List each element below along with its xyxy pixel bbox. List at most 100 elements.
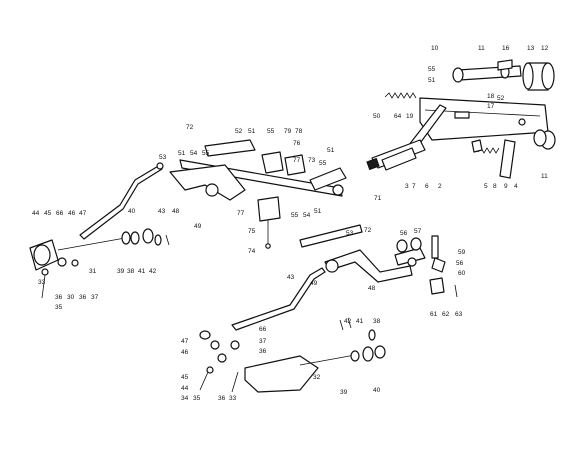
callout-label: 18	[487, 93, 495, 100]
callout-label: 36	[79, 294, 87, 301]
callout-label: 46	[181, 349, 189, 356]
left-washers	[121, 228, 170, 246]
callout-label: 11	[478, 45, 485, 52]
callout-label: 55	[202, 150, 210, 157]
callout-label: 53	[346, 230, 354, 237]
callout-label: 49	[194, 223, 202, 230]
callout-label: 73	[308, 157, 316, 164]
callout-label: 63	[455, 311, 463, 318]
callout-label: 42	[344, 318, 352, 325]
callout-label: 76	[293, 140, 301, 147]
rear-shaft-assembly	[452, 59, 555, 91]
callout-label: 54	[190, 150, 198, 157]
upper-cross-shaft	[169, 139, 347, 201]
callout-label: 51	[248, 128, 256, 135]
right-lower-parts	[396, 235, 458, 298]
callout-label: 6	[425, 183, 429, 190]
callout-label: 55	[428, 66, 436, 73]
callout-label: 9	[504, 183, 508, 190]
callout-label: 19	[406, 113, 414, 120]
callout-label: 44	[32, 210, 40, 217]
callout-label: 51	[428, 77, 436, 84]
callout-label: 31	[89, 268, 97, 275]
callout-label: 17	[487, 103, 495, 110]
callout-label: 35	[193, 395, 201, 402]
callout-label: 38	[127, 268, 135, 275]
callout-label: 72	[364, 227, 372, 234]
callout-label: 41	[138, 268, 146, 275]
callout-label: 44	[181, 385, 189, 392]
callout-label: 48	[368, 285, 376, 292]
callout-label: 57	[414, 228, 422, 235]
callout-label: 55	[319, 160, 327, 167]
callout-label: 2	[438, 183, 442, 190]
callout-label: 36	[259, 348, 267, 355]
callout-label: 3	[405, 183, 409, 190]
callout-label: 5	[484, 183, 488, 190]
callout-label: 36	[55, 294, 63, 301]
central-lever	[366, 139, 426, 171]
callout-label: 7	[412, 183, 416, 190]
callout-label: 77	[293, 157, 301, 164]
callout-label: 32	[313, 374, 321, 381]
callout-label: 61	[430, 311, 438, 318]
callout-label: 36	[218, 395, 226, 402]
callout-label: 8	[493, 183, 497, 190]
callout-label: 62	[442, 311, 450, 318]
callout-label: 10	[431, 45, 439, 52]
callout-label: 64	[394, 113, 402, 120]
callout-label: 4	[514, 183, 518, 190]
callout-label: 66	[259, 326, 267, 333]
callout-label: 33	[229, 395, 237, 402]
callout-label: 45	[44, 210, 52, 217]
callout-label: 43	[158, 208, 166, 215]
callout-label: 79	[284, 128, 292, 135]
callout-label: 55	[291, 212, 299, 219]
callout-label: 47	[79, 210, 87, 217]
bracket-blocks	[257, 151, 306, 249]
left-upper-rod	[79, 162, 164, 240]
callout-label: 40	[373, 387, 381, 394]
callout-label: 42	[149, 268, 157, 275]
callout-label: 77	[237, 210, 245, 217]
callout-label: 47	[181, 338, 189, 345]
callout-label: 59	[458, 249, 466, 256]
callout-label: 51	[327, 147, 335, 154]
callout-label: 33	[38, 279, 46, 286]
callout-label: 40	[128, 208, 136, 215]
callout-label: 50	[373, 113, 381, 120]
callout-label: 54	[303, 212, 311, 219]
callout-label: 71	[374, 195, 382, 202]
callout-label: 39	[117, 268, 125, 275]
bottom-adjuster-assembly	[199, 317, 386, 393]
callout-label: 74	[248, 248, 256, 255]
lower-cross-lever	[231, 224, 426, 331]
callout-label: 72	[186, 124, 194, 131]
callout-label: 53	[159, 154, 167, 161]
callout-label: 55	[267, 128, 275, 135]
callout-label: 34	[181, 395, 189, 402]
callout-label: 35	[55, 304, 63, 311]
callout-label: 60	[458, 270, 466, 277]
callout-label: 52	[497, 95, 505, 102]
callout-label: 51	[314, 208, 322, 215]
callout-label: 37	[91, 294, 99, 301]
callout-label: 13	[527, 45, 535, 52]
callout-label: 43	[287, 274, 295, 281]
callout-label: 12	[541, 45, 549, 52]
callout-label: 38	[373, 318, 381, 325]
callout-label: 56	[456, 260, 464, 267]
callout-label: 78	[295, 128, 303, 135]
callout-label: 52	[235, 128, 243, 135]
callout-label: 16	[502, 45, 510, 52]
callout-label: 49	[310, 280, 318, 287]
right-small-parts	[471, 129, 556, 179]
callout-label: 41	[356, 318, 364, 325]
callout-label: 11	[541, 173, 548, 180]
callout-label: 45	[181, 374, 189, 381]
callout-label: 46	[68, 210, 76, 217]
callout-label: 56	[400, 230, 408, 237]
callout-label: 30	[67, 294, 75, 301]
